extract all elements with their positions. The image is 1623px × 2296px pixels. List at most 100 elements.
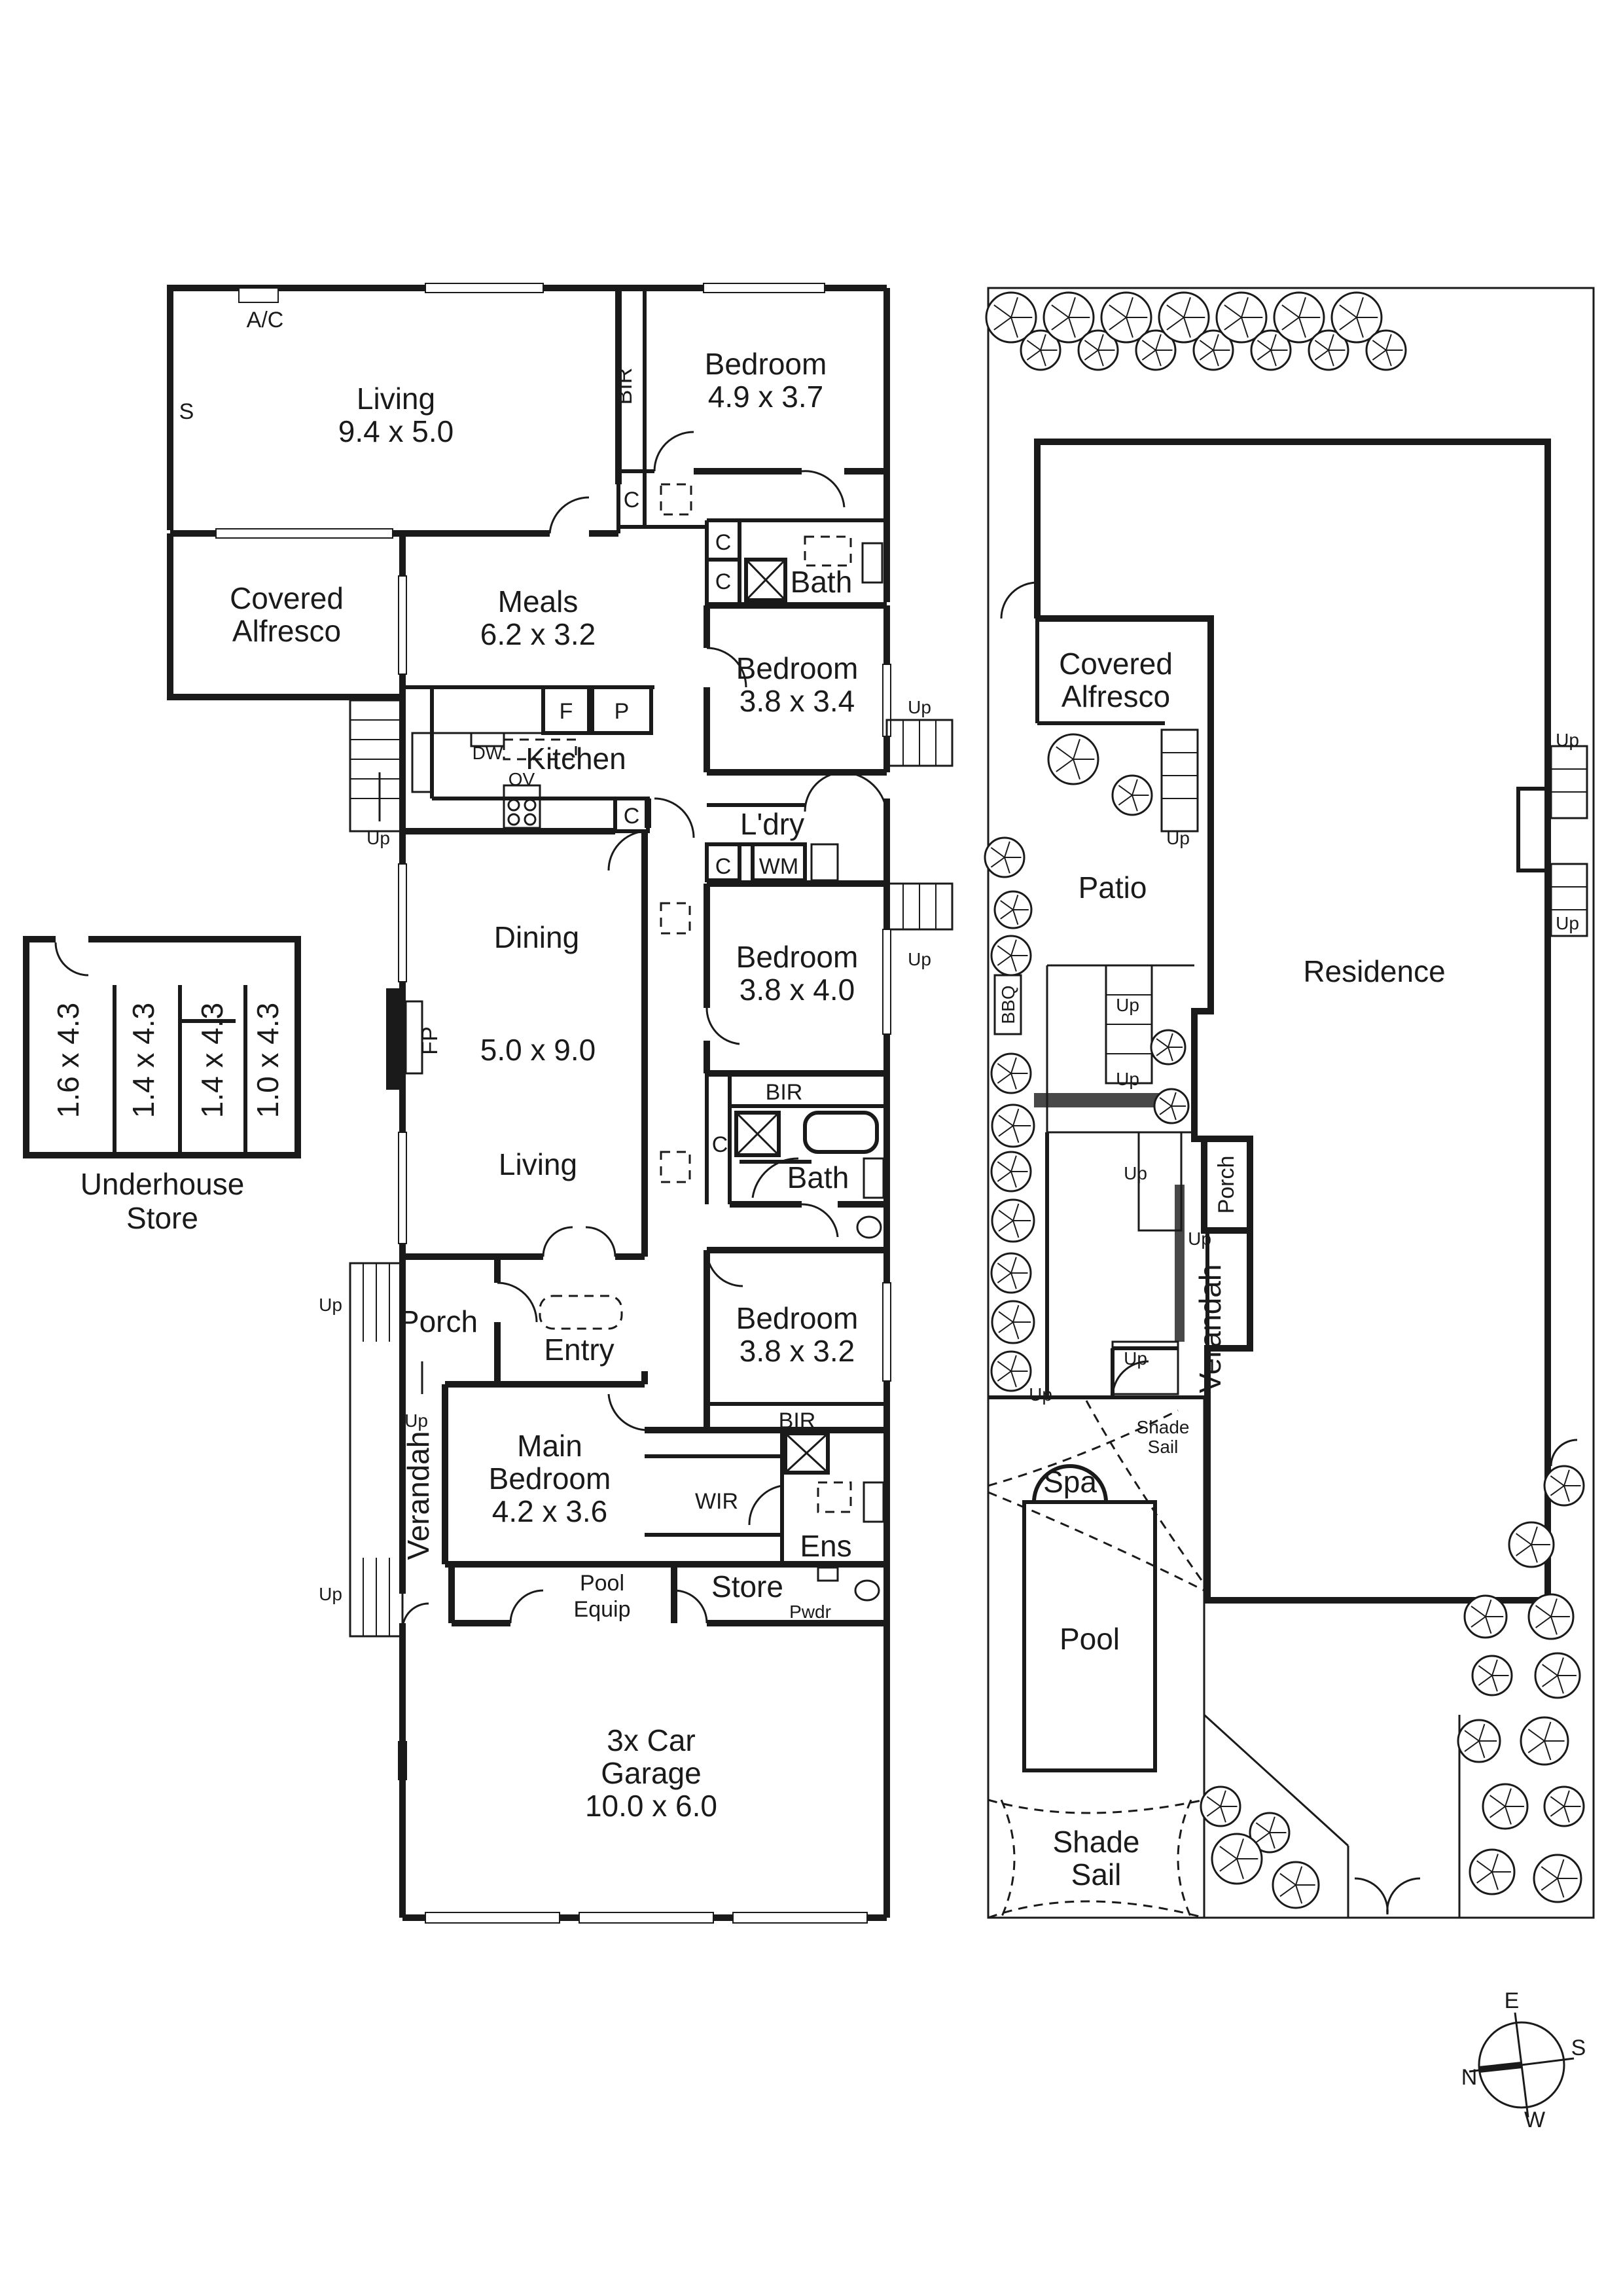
site-up-1: Up <box>1166 828 1190 848</box>
tree-branch <box>1505 1806 1512 1825</box>
tree-branch <box>993 304 1012 318</box>
tree-branch <box>1012 1203 1020 1221</box>
tree-branch <box>1040 350 1046 367</box>
main-floor-plan <box>167 283 954 1924</box>
bedroom3-name: Bedroom <box>736 940 859 974</box>
c-label-5: C <box>715 854 732 879</box>
tree-branch <box>1010 317 1018 338</box>
s-label: S <box>179 399 194 424</box>
tree-branch <box>1270 350 1277 367</box>
dining-living-size: 5.0 x 9.0 <box>480 1033 596 1067</box>
tree-branch <box>1012 1125 1020 1143</box>
meals-size: 6.2 x 3.2 <box>480 617 596 651</box>
underhouse-size-3: 1.4 x 4.3 <box>195 1003 229 1118</box>
residence-label: Residence <box>1303 954 1445 988</box>
tree-branch <box>1478 1675 1493 1686</box>
site-plan <box>984 287 1595 1919</box>
fridge-label: F <box>560 699 573 724</box>
shade-sail-large-line1: Shade <box>1052 1825 1139 1859</box>
c-label-6: C <box>712 1132 728 1157</box>
site-covered-alfresco-line2: Alfresco <box>1061 679 1170 713</box>
garage-line1: 3x Car <box>607 1723 695 1757</box>
tree-branch <box>1269 1832 1275 1849</box>
pool-equip-line2: Equip <box>574 1597 631 1622</box>
tree-branch <box>1206 1806 1221 1817</box>
tree-branch <box>1073 738 1080 760</box>
tree-branch <box>1491 1659 1498 1676</box>
tree-branch <box>1257 340 1272 351</box>
tree-branch <box>1171 1105 1177 1121</box>
tree-branch <box>1270 334 1277 351</box>
tree-branch <box>1298 296 1306 318</box>
tree-branch <box>1010 1355 1017 1372</box>
tree-branch <box>1171 1092 1177 1107</box>
oven-label: OV <box>508 769 535 789</box>
stairs-porch <box>349 1262 423 1638</box>
bedroom2-size: 3.8 x 3.4 <box>740 684 855 718</box>
tree-branch <box>1527 1729 1545 1742</box>
dishwasher-label: DW <box>473 743 503 763</box>
tree-branch <box>1255 1832 1270 1843</box>
tree-branch <box>998 1220 1014 1232</box>
shade-sail-small-line2: Sail <box>1148 1437 1179 1457</box>
tree-branch <box>1527 1740 1545 1753</box>
tree-branch <box>1241 317 1249 338</box>
wir-label: WIR <box>695 1489 738 1514</box>
tree-branch <box>1012 1321 1020 1340</box>
tree-branch <box>1126 296 1133 318</box>
site-up-2: Up <box>1556 730 1579 750</box>
fp-label: FP <box>418 1026 442 1054</box>
up-porch: Up <box>319 1295 342 1315</box>
tree-branch <box>1156 1038 1169 1048</box>
compass-ring <box>1478 2021 1565 2109</box>
tree-branch <box>1464 1740 1480 1752</box>
tree-branch <box>1328 350 1334 367</box>
tree-branch <box>1281 317 1300 331</box>
tree-branch <box>1141 350 1156 361</box>
pool-label: Pool <box>1060 1622 1120 1656</box>
tree-branch <box>1385 334 1392 351</box>
tree-branch <box>1155 334 1162 351</box>
tree-branch <box>1213 350 1219 367</box>
trees <box>984 291 1585 1909</box>
compass-s: S <box>1571 2036 1586 2060</box>
tree-branch <box>1132 795 1138 812</box>
tree-branch <box>1155 350 1162 367</box>
bedroom3-size: 3.8 x 4.0 <box>740 973 855 1007</box>
tree-branch <box>1489 1795 1506 1807</box>
living-size: 9.4 x 5.0 <box>338 414 454 448</box>
store-label: Store <box>711 1570 783 1604</box>
tree-branch <box>1159 1105 1172 1115</box>
tree-branch <box>1118 785 1133 796</box>
shade-sail-large-line2: Sail <box>1071 1857 1122 1892</box>
tree-branch <box>1339 304 1357 318</box>
tree-branch <box>993 317 1012 331</box>
bir-label-top: BIR <box>612 368 637 405</box>
tree-branch <box>1491 1871 1499 1890</box>
tree-branch <box>1314 340 1329 351</box>
tree-branch <box>1118 795 1133 806</box>
tree-branch <box>1563 1790 1570 1807</box>
tree-branch <box>1563 1469 1570 1486</box>
ac-unit <box>238 287 279 303</box>
tree-branch <box>1004 857 1010 874</box>
tree-branch <box>1531 1544 1538 1563</box>
tree-branch <box>1372 340 1387 351</box>
tree-branch <box>1314 350 1329 361</box>
tree-branch <box>1097 350 1104 367</box>
tree-branch <box>1478 1740 1486 1759</box>
tree-branch <box>998 1311 1014 1323</box>
tree-branch <box>1012 1108 1020 1126</box>
tree-branch <box>1339 317 1357 331</box>
compass-north-arrow <box>1478 2062 1522 2073</box>
tree-branch <box>1550 1598 1558 1617</box>
tree-branch <box>1478 1665 1493 1676</box>
tree-branch <box>1068 317 1076 338</box>
tree-branch <box>1516 1544 1532 1556</box>
tree-branch <box>1471 1616 1486 1628</box>
tree-branch <box>1219 1846 1238 1859</box>
tree-branch <box>1068 296 1076 318</box>
labels: Living 9.4 x 5.0 A/C S BIR Bedroom 4.9 x… <box>51 308 1586 2132</box>
tree-branch <box>1010 1371 1017 1388</box>
